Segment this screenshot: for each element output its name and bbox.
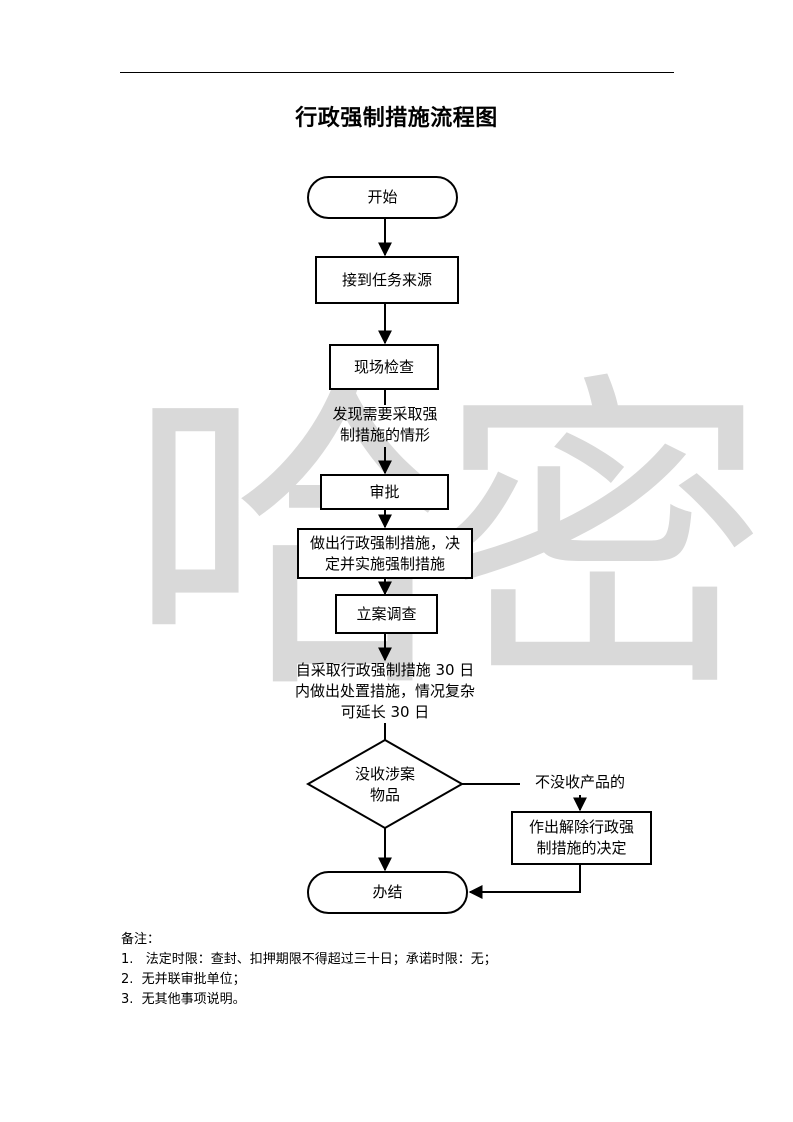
header-rule [120,72,674,73]
notes-section: 备注： 1. 法定时限：查封、扣押期限不得超过三十日；承诺时限：无； 2. 无并… [121,930,497,1010]
branch-no-confiscate: 不没收产品的 [534,773,625,791]
end-terminal: 办结 [307,871,468,914]
step-approval: 审批 [320,474,449,510]
step-decide-implement: 做出行政强制措施，决 定并实施强制措施 [297,528,473,579]
page-title: 行政强制措施流程图 [295,106,498,131]
condition-need-measures: 发现需要采取强 制措施的情形 [332,405,438,444]
step-receive-task: 接到任务来源 [315,256,459,304]
arrow-release-to-end [468,864,581,899]
decision-confiscate-label: 没收涉案 物品 [354,765,415,804]
start-terminal: 开始 [307,176,458,219]
condition-deadline: 自采取行政强制措施 30 日 内做出处置措施，情况复杂 可延长 30 日 [294,661,475,721]
note-item: 3. 无其他事项说明。 [121,992,246,1007]
step-investigation: 立案调查 [335,594,438,634]
step-site-inspection: 现场检查 [329,344,439,390]
note-item: 2. 无并联审批单位； [121,972,246,987]
note-item: 1. 法定时限：查封、扣押期限不得超过三十日；承诺时限：无； [121,952,497,967]
notes-heading: 备注： [121,932,161,947]
step-release-decision: 作出解除行政强 制措施的决定 [511,811,652,865]
